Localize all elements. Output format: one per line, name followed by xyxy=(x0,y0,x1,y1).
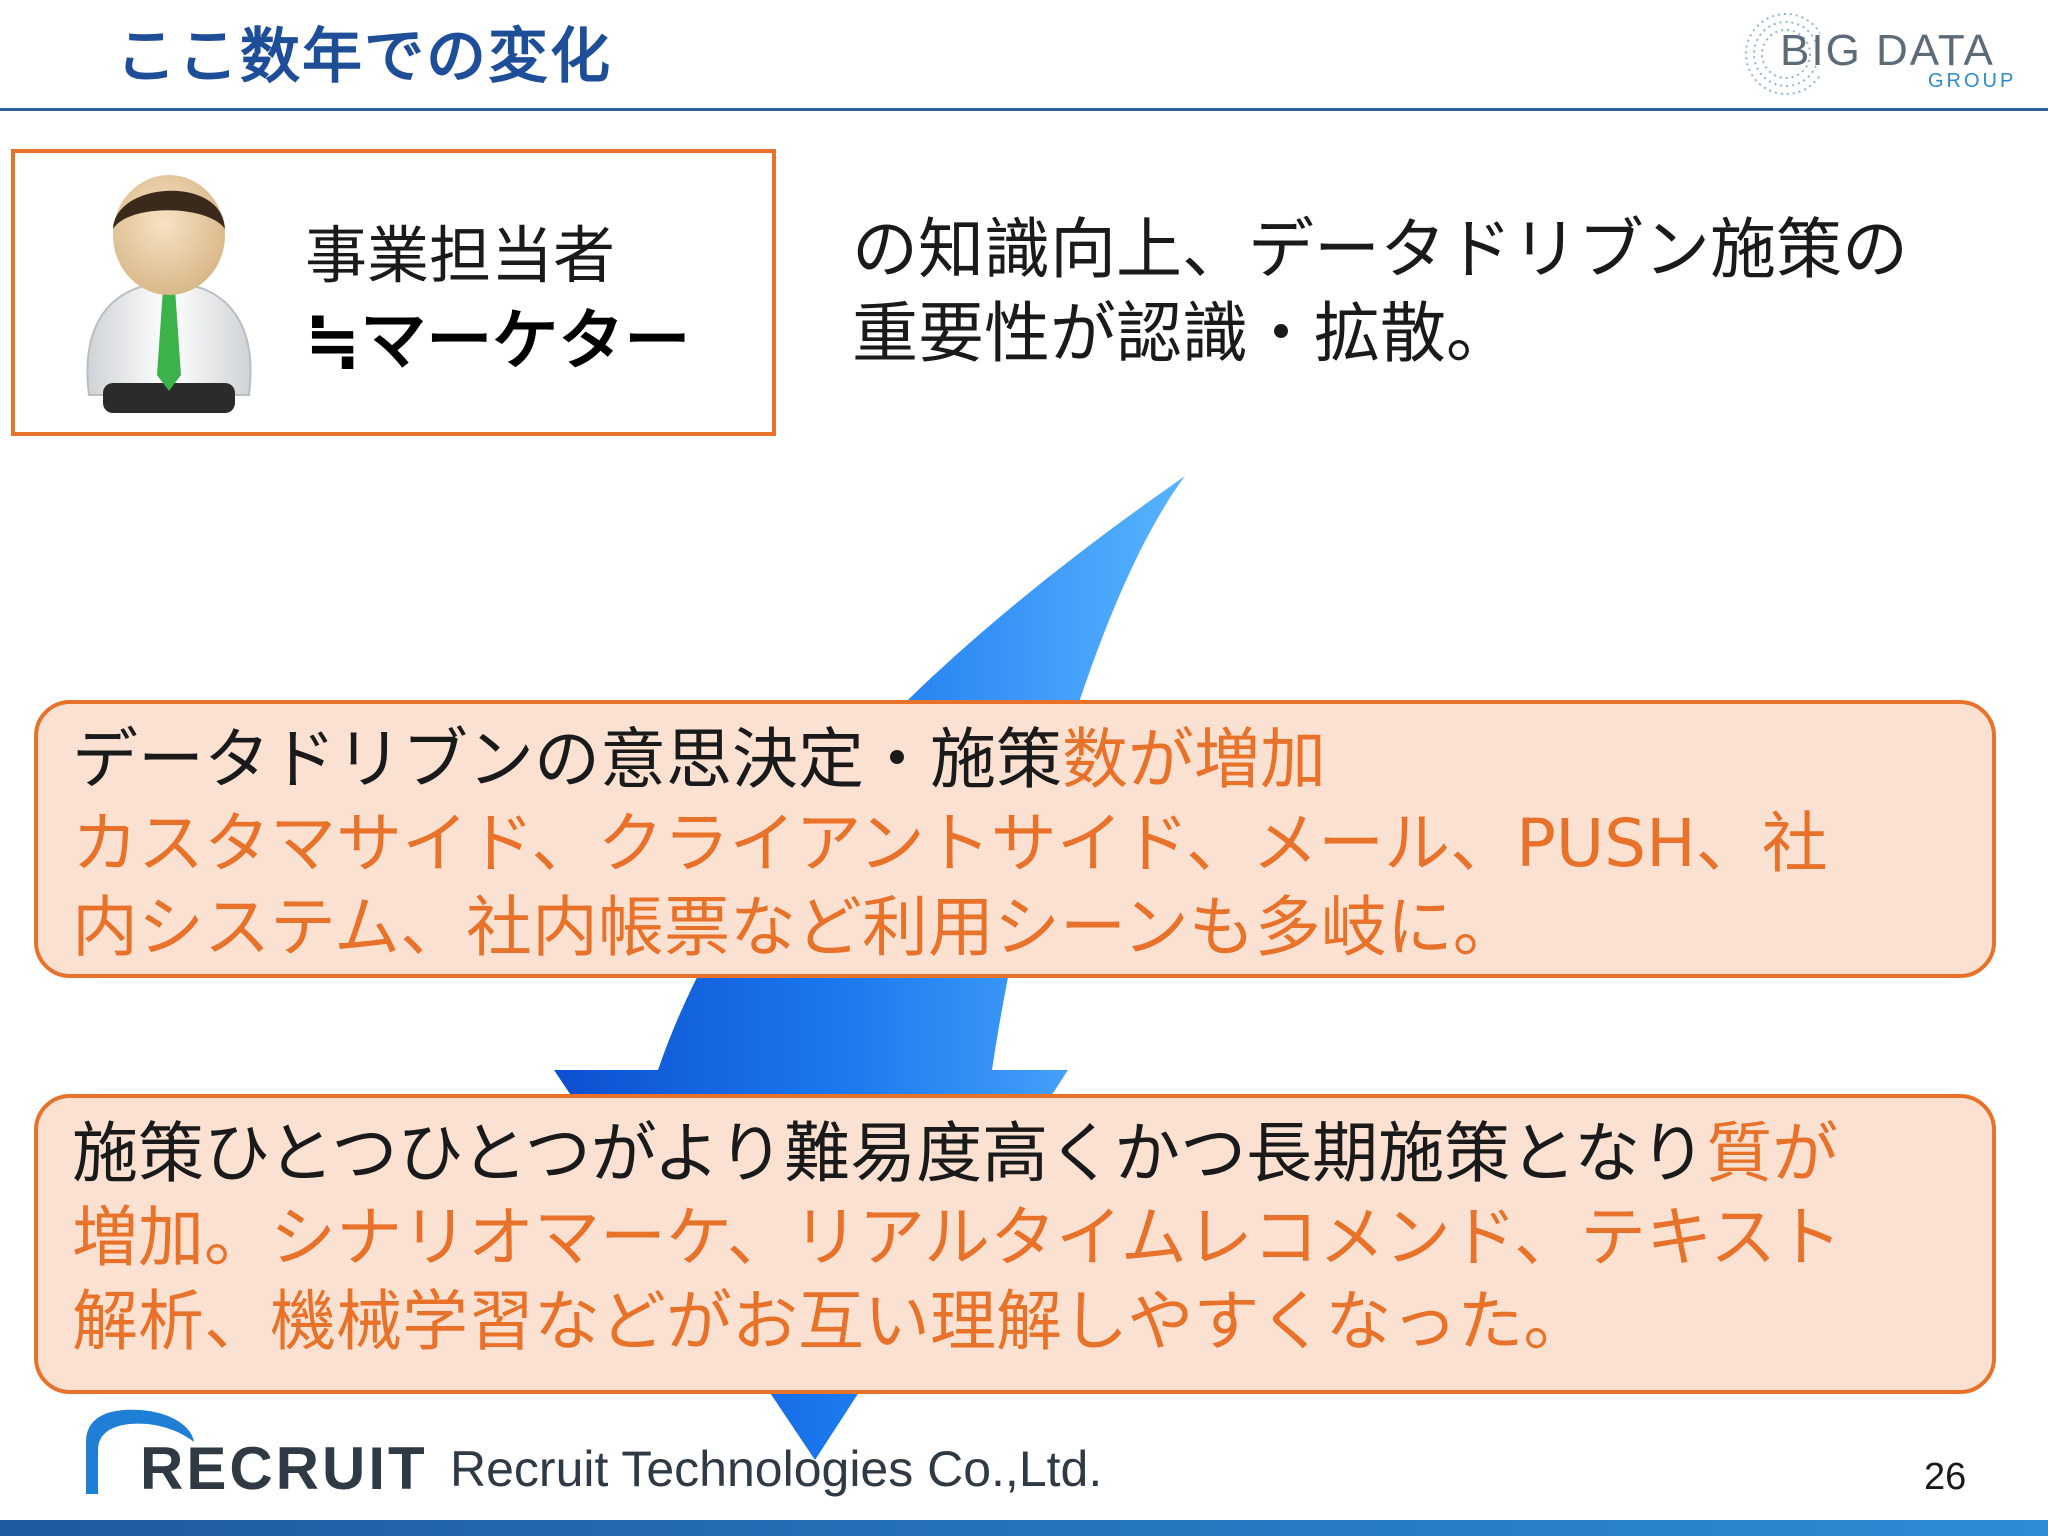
footer-bar xyxy=(0,1520,2048,1536)
slide-title: ここ数年での変化 xyxy=(116,22,612,92)
callout-highlight: 質が xyxy=(1706,1115,1839,1192)
company-name: Recruit Technologies Co.,Ltd. xyxy=(450,1441,1103,1497)
callout-quantity: データドリブンの意思決定・施策数が増加 カスタマサイド、クライアントサイド、メー… xyxy=(34,700,1996,978)
callout-text: 施策ひとつひとつがより難易度高くかつ長期施策となり xyxy=(72,1115,1707,1192)
logo-main-text: BIG DATA xyxy=(1780,26,1995,75)
role-title: 事業担当者 xyxy=(305,219,616,292)
callout-line: 解析、機械学習などがお互い理解しやすくなった。 xyxy=(72,1283,1590,1360)
callout-line: データドリブンの意思決定・施策数が増加 xyxy=(72,718,1992,802)
role-description: の知識向上、データドリブン施策の 重要性が認識・拡散。 xyxy=(852,208,1908,376)
role-description-line: 重要性が認識・拡散。 xyxy=(852,295,1512,372)
logo-sub-text: GROUP xyxy=(1928,70,2017,92)
role-box: 事業担当者 ≒マーケター xyxy=(11,149,776,436)
callout-text: データドリブンの意思決定・施策 xyxy=(72,721,1062,798)
role-description-line: の知識向上、データドリブン施策の xyxy=(852,211,1908,288)
callout-quality: 施策ひとつひとつがより難易度高くかつ長期施策となり質が 増加。シナリオマーケ、リ… xyxy=(34,1094,1996,1394)
callout-line: 増加。シナリオマーケ、リアルタイムレコメンド、テキスト xyxy=(72,1199,1843,1276)
header-divider xyxy=(0,108,2048,111)
callout-highlight: 数が増加 xyxy=(1062,721,1326,798)
dotted-globe-icon xyxy=(1745,13,1820,95)
callout-line: カスタマサイド、クライアントサイド、メール、PUSH、社 xyxy=(72,805,1828,882)
recruit-logo-icon xyxy=(86,1409,194,1494)
callout-line: 施策ひとつひとつがより難易度高くかつ長期施策となり質が xyxy=(72,1112,1992,1196)
big-data-group-logo: BIG DATA GROUP xyxy=(1740,6,2040,102)
businessman-icon xyxy=(86,175,252,413)
role-subtitle: ≒マーケター xyxy=(305,302,691,379)
page-number: 26 xyxy=(1924,1456,1967,1498)
recruit-wordmark: RECRUIT xyxy=(140,1435,428,1502)
callout-line: 内システム、社内帳票など利用シーンも多岐に。 xyxy=(72,889,1519,966)
